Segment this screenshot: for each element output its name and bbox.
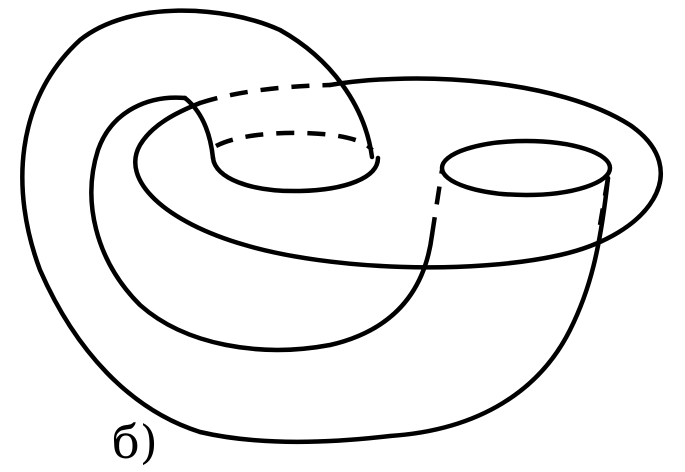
tube-outer-contour <box>22 11 608 442</box>
tube-inner-hidden-segment <box>432 170 442 235</box>
right-hole-ellipse <box>442 141 610 195</box>
figure-label: б) <box>112 415 158 469</box>
disk-hidden-segment <box>200 85 330 103</box>
disk-outer-ellipse <box>135 78 660 267</box>
left-hole-back-rim <box>216 133 372 150</box>
left-hole-front-rim <box>213 158 378 191</box>
